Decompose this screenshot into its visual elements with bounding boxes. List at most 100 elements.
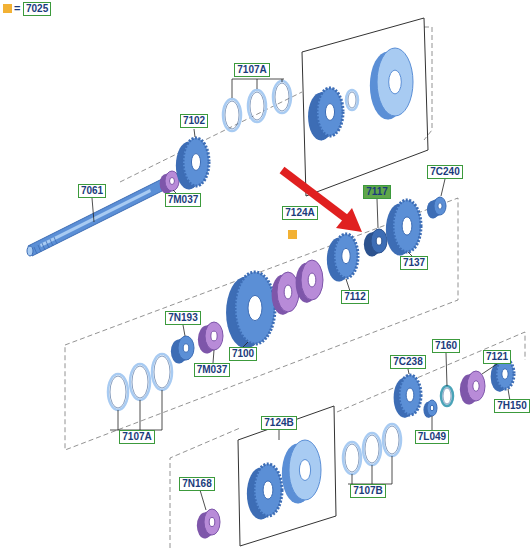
synchro-ring (343, 442, 361, 474)
synchro-ring-purple (296, 260, 323, 303)
kit-marker (288, 230, 297, 239)
callout-box: 7121 (483, 350, 511, 364)
leader-line (279, 430, 280, 440)
callout-number: 7107A (237, 64, 266, 76)
callout-number: 7C238 (393, 356, 422, 368)
callout-number: 7107B (353, 485, 382, 497)
legend-swatch (3, 4, 12, 13)
bushing-7c240 (427, 197, 446, 219)
callout-box: 7102 (180, 114, 208, 128)
synchro-ring-inner (154, 356, 170, 388)
spring (346, 90, 358, 110)
circlip-7160-inner (443, 388, 451, 404)
bearing-7m037 (198, 322, 223, 354)
callout-number: 7100 (232, 348, 254, 360)
mainshaft (27, 176, 172, 256)
callout-box: 7112 (341, 290, 369, 304)
synchro-ring (223, 99, 241, 131)
kit-frame (302, 18, 428, 196)
callout-number: 7C240 (430, 166, 459, 178)
callout-box: 7124A (282, 206, 317, 220)
callout-number: 7102 (183, 115, 205, 127)
synchro-sleeve (282, 440, 321, 504)
spring-inner (348, 92, 356, 108)
leader-line (441, 179, 445, 196)
leader-line (232, 79, 284, 98)
callout-number: 7107A (122, 431, 151, 443)
gear-7c238 (394, 375, 421, 418)
circlip-7160 (441, 386, 453, 406)
synchro-ring (152, 354, 172, 390)
synchro-ring (130, 364, 150, 400)
dashed-plane (65, 27, 525, 548)
leader-line (482, 364, 497, 374)
synchro-ring-inner (345, 444, 359, 472)
synchro-ring (363, 433, 381, 465)
callout-box: 7C240 (427, 165, 462, 179)
synchro-ring (248, 90, 266, 122)
washer-7l049 (423, 400, 437, 418)
leader-line (92, 198, 94, 222)
leader-line (194, 129, 195, 137)
leader-line (213, 350, 214, 363)
callout-box: 7107A (234, 63, 269, 77)
callout-box: 7C238 (390, 355, 425, 369)
gear-7137 (386, 200, 421, 256)
callout-number: 7160 (435, 340, 457, 352)
pointer-arrow (282, 170, 348, 220)
callout-number: 7M037 (197, 364, 228, 376)
synchro-ring-inner (275, 83, 289, 111)
callout-box: 7061 (78, 184, 106, 198)
bushing-7n193 (171, 336, 194, 364)
legend-equals: = (14, 2, 20, 14)
callout-box: 7100 (229, 347, 257, 361)
callout-number: 7M037 (168, 194, 199, 206)
leader-line (377, 199, 378, 228)
gear-7102 (176, 138, 209, 190)
synchro-ring-purple (272, 272, 299, 315)
synchro-sleeve (370, 48, 413, 120)
bearing-7n168 (197, 509, 220, 539)
pointer-arrowhead (336, 208, 362, 232)
callout-number: 7121 (486, 351, 508, 363)
callout-box: 7L049 (415, 430, 449, 444)
callout-box: 7107B (350, 484, 385, 498)
synchro-ring (273, 81, 291, 113)
callout-number: 7N193 (168, 312, 197, 324)
callout-number: 7137 (403, 257, 425, 269)
callout-number: 7124A (285, 207, 314, 219)
synchro-ring-inner (385, 426, 399, 454)
callout-box: 7N168 (179, 477, 214, 491)
callout-number: 7061 (81, 185, 103, 197)
leader-line (200, 490, 206, 510)
callout-number: 7112 (344, 291, 366, 303)
bushing-7117 (364, 229, 387, 257)
callout-box: 7N193 (165, 311, 200, 325)
callout-number: 7L049 (418, 431, 446, 443)
callout-box: 7H150 (494, 399, 529, 413)
leader-line (348, 456, 392, 484)
callout-box: 7M037 (194, 363, 231, 377)
callout-box: 7M037 (165, 193, 202, 207)
synchro-hub (247, 464, 282, 520)
synchro-ring-inner (225, 101, 239, 129)
synchro-ring-inner (250, 92, 264, 120)
callout-number: 7117 (366, 186, 388, 198)
kit-frame (238, 406, 336, 546)
callout-number: 7H150 (497, 400, 526, 412)
synchro-ring-inner (110, 376, 126, 408)
bearing-7121 (460, 371, 485, 405)
leader-line (408, 369, 409, 374)
synchro-ring (108, 374, 128, 410)
legend-box: 7025 (23, 2, 51, 16)
leader-line (183, 325, 185, 336)
gear-7100 (226, 272, 275, 348)
callout-box: 7160 (432, 339, 460, 353)
callout-box: 7117 (363, 185, 391, 199)
legend-text: 7025 (26, 3, 48, 15)
leader-line (110, 390, 162, 430)
callout-number: 7124B (264, 417, 293, 429)
callout-box: 7124B (261, 416, 296, 430)
